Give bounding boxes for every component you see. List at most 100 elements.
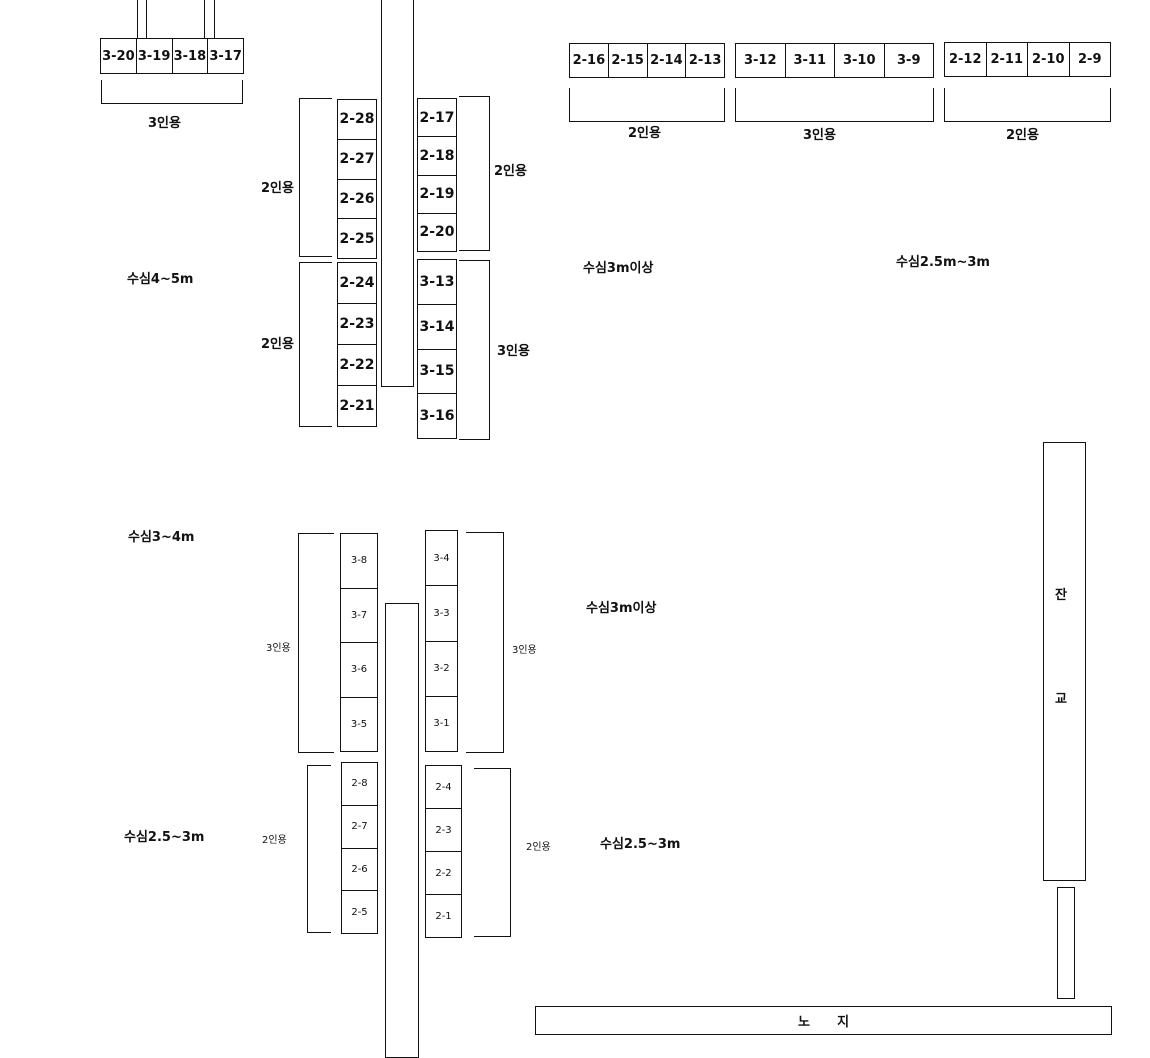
slip[interactable]: 3-5 [350,718,368,730]
slip[interactable]: 3-7 [341,589,377,643]
slip[interactable]: 2-26 [338,180,376,220]
slip[interactable]: 3-20 [101,39,137,73]
slip[interactable]: 2-8 [342,763,377,806]
bracket [459,96,490,251]
capacity-label: 3인용 [148,116,181,131]
slip[interactable]: 2-28 [338,100,376,140]
bracket [474,768,511,937]
slip-row-top-left: 3-20 3-19 3-18 3-17 [100,38,244,74]
slip[interactable]: 3-11 [786,44,835,77]
capacity-label: 2인용 [261,181,294,196]
slip[interactable]: 2-12 [945,43,987,76]
slip[interactable]: 2-4 [426,766,461,809]
slip[interactable]: 2-13 [688,53,722,68]
slip[interactable]: 2-2 [426,852,461,895]
slip-row-top-right-1: 2-16 2-15 2-14 2-13 [569,43,725,78]
slip[interactable]: 2-21 [339,398,375,414]
bracket [299,98,332,257]
slip-stack-lower-left-a: 3-8 3-7 3-6 3-5 [340,533,378,752]
capacity-label: 2인용 [261,337,294,352]
slip[interactable]: 3-10 [835,44,885,77]
slip-stack-upper-right-b: 3-13 3-14 3-15 3-16 [417,259,457,439]
bracket [459,260,490,440]
capacity-label: 2인용 [494,164,527,179]
slip[interactable]: 2-24 [338,263,376,304]
slip[interactable]: 3-15 [418,350,456,395]
slip[interactable]: 3-17 [209,48,242,64]
slip[interactable]: 3-13 [418,260,456,305]
slip[interactable]: 3-12 [736,44,786,77]
bracket [307,765,331,933]
land-label: 노 지 [797,1015,850,1030]
slip-stack-lower-left-b: 2-8 2-7 2-6 2-5 [341,762,378,934]
slip[interactable]: 2-11 [987,43,1028,76]
depth-label: 수심3~4m [128,530,195,545]
slip[interactable]: 3-8 [341,534,377,589]
slip[interactable]: 3-18 [173,39,209,73]
slip-stack-upper-right-a: 2-17 2-18 2-19 2-20 [417,98,457,252]
slip[interactable]: 2-6 [342,849,377,892]
capacity-label: 2인용 [526,842,551,853]
slip[interactable]: 3-14 [418,305,456,350]
capacity-label: 2인용 [262,835,287,846]
slip[interactable]: 2-27 [338,140,376,180]
slip-stack-lower-right-b: 2-4 2-3 2-2 2-1 [425,765,462,938]
slip[interactable]: 2-23 [338,304,376,345]
depth-label: 수심3m이상 [583,261,654,276]
depth-label: 수심2.5~3m [124,830,205,845]
slip[interactable]: 2-10 [1028,43,1070,76]
slip-stack-lower-right-a: 3-4 3-3 3-2 3-1 [425,530,458,752]
pier-label-char: 교 [1055,692,1067,707]
pier [1043,442,1086,881]
bracket [298,533,334,753]
connector-line [146,0,147,38]
bracket [466,532,504,753]
depth-label: 수심2.5~3m [600,837,681,852]
slip[interactable]: 3-4 [426,531,457,587]
slip-stack-upper-left-a: 2-28 2-27 2-26 2-25 [337,99,377,259]
slip[interactable]: 2-9 [1078,52,1102,67]
slip[interactable]: 2-3 [426,809,461,852]
walkway-lower [385,603,419,1058]
depth-label: 수심2.5m~3m [896,255,990,270]
slip[interactable]: 2-16 [570,44,609,77]
slip[interactable]: 3-9 [897,53,921,68]
bracket [101,80,243,104]
slip[interactable]: 2-19 [418,176,456,214]
connector-line [204,0,205,38]
capacity-label: 3인용 [266,643,291,654]
slip[interactable]: 3-1 [433,718,450,730]
slip[interactable]: 2-18 [418,137,456,176]
slip[interactable]: 3-6 [341,643,377,698]
connector-line [137,0,138,38]
slip[interactable]: 2-15 [609,44,648,77]
slip-row-top-right-2: 3-12 3-11 3-10 3-9 [735,43,934,78]
slip[interactable]: 3-16 [419,408,455,425]
land-strip: 노 지 [535,1006,1112,1035]
depth-label: 수심3m이상 [586,601,657,616]
slip[interactable]: 2-5 [351,906,368,918]
depth-label: 수심4~5m [127,272,194,287]
slip[interactable]: 3-19 [137,39,173,73]
slip[interactable]: 2-17 [418,99,456,138]
capacity-label: 3인용 [497,344,530,359]
slip[interactable]: 2-20 [419,224,455,241]
pier-label-char: 잔 [1055,588,1067,603]
slip[interactable]: 2-14 [648,44,687,77]
slip[interactable]: 3-2 [426,642,457,697]
slip[interactable]: 2-25 [339,230,375,247]
capacity-label: 2인용 [628,126,661,141]
bracket [735,88,934,122]
capacity-label: 3인용 [803,128,836,143]
slip-row-top-right-3: 2-12 2-11 2-10 2-9 [944,42,1111,77]
slip[interactable]: 2-1 [435,910,452,922]
connector-line [214,0,215,38]
pier-connector [1057,887,1075,999]
slip[interactable]: 3-3 [426,586,457,642]
capacity-label: 3인용 [512,645,537,656]
bracket [944,88,1111,122]
bracket [569,88,725,122]
walkway-upper [381,0,414,387]
slip[interactable]: 2-7 [342,806,377,849]
slip[interactable]: 2-22 [338,345,376,386]
